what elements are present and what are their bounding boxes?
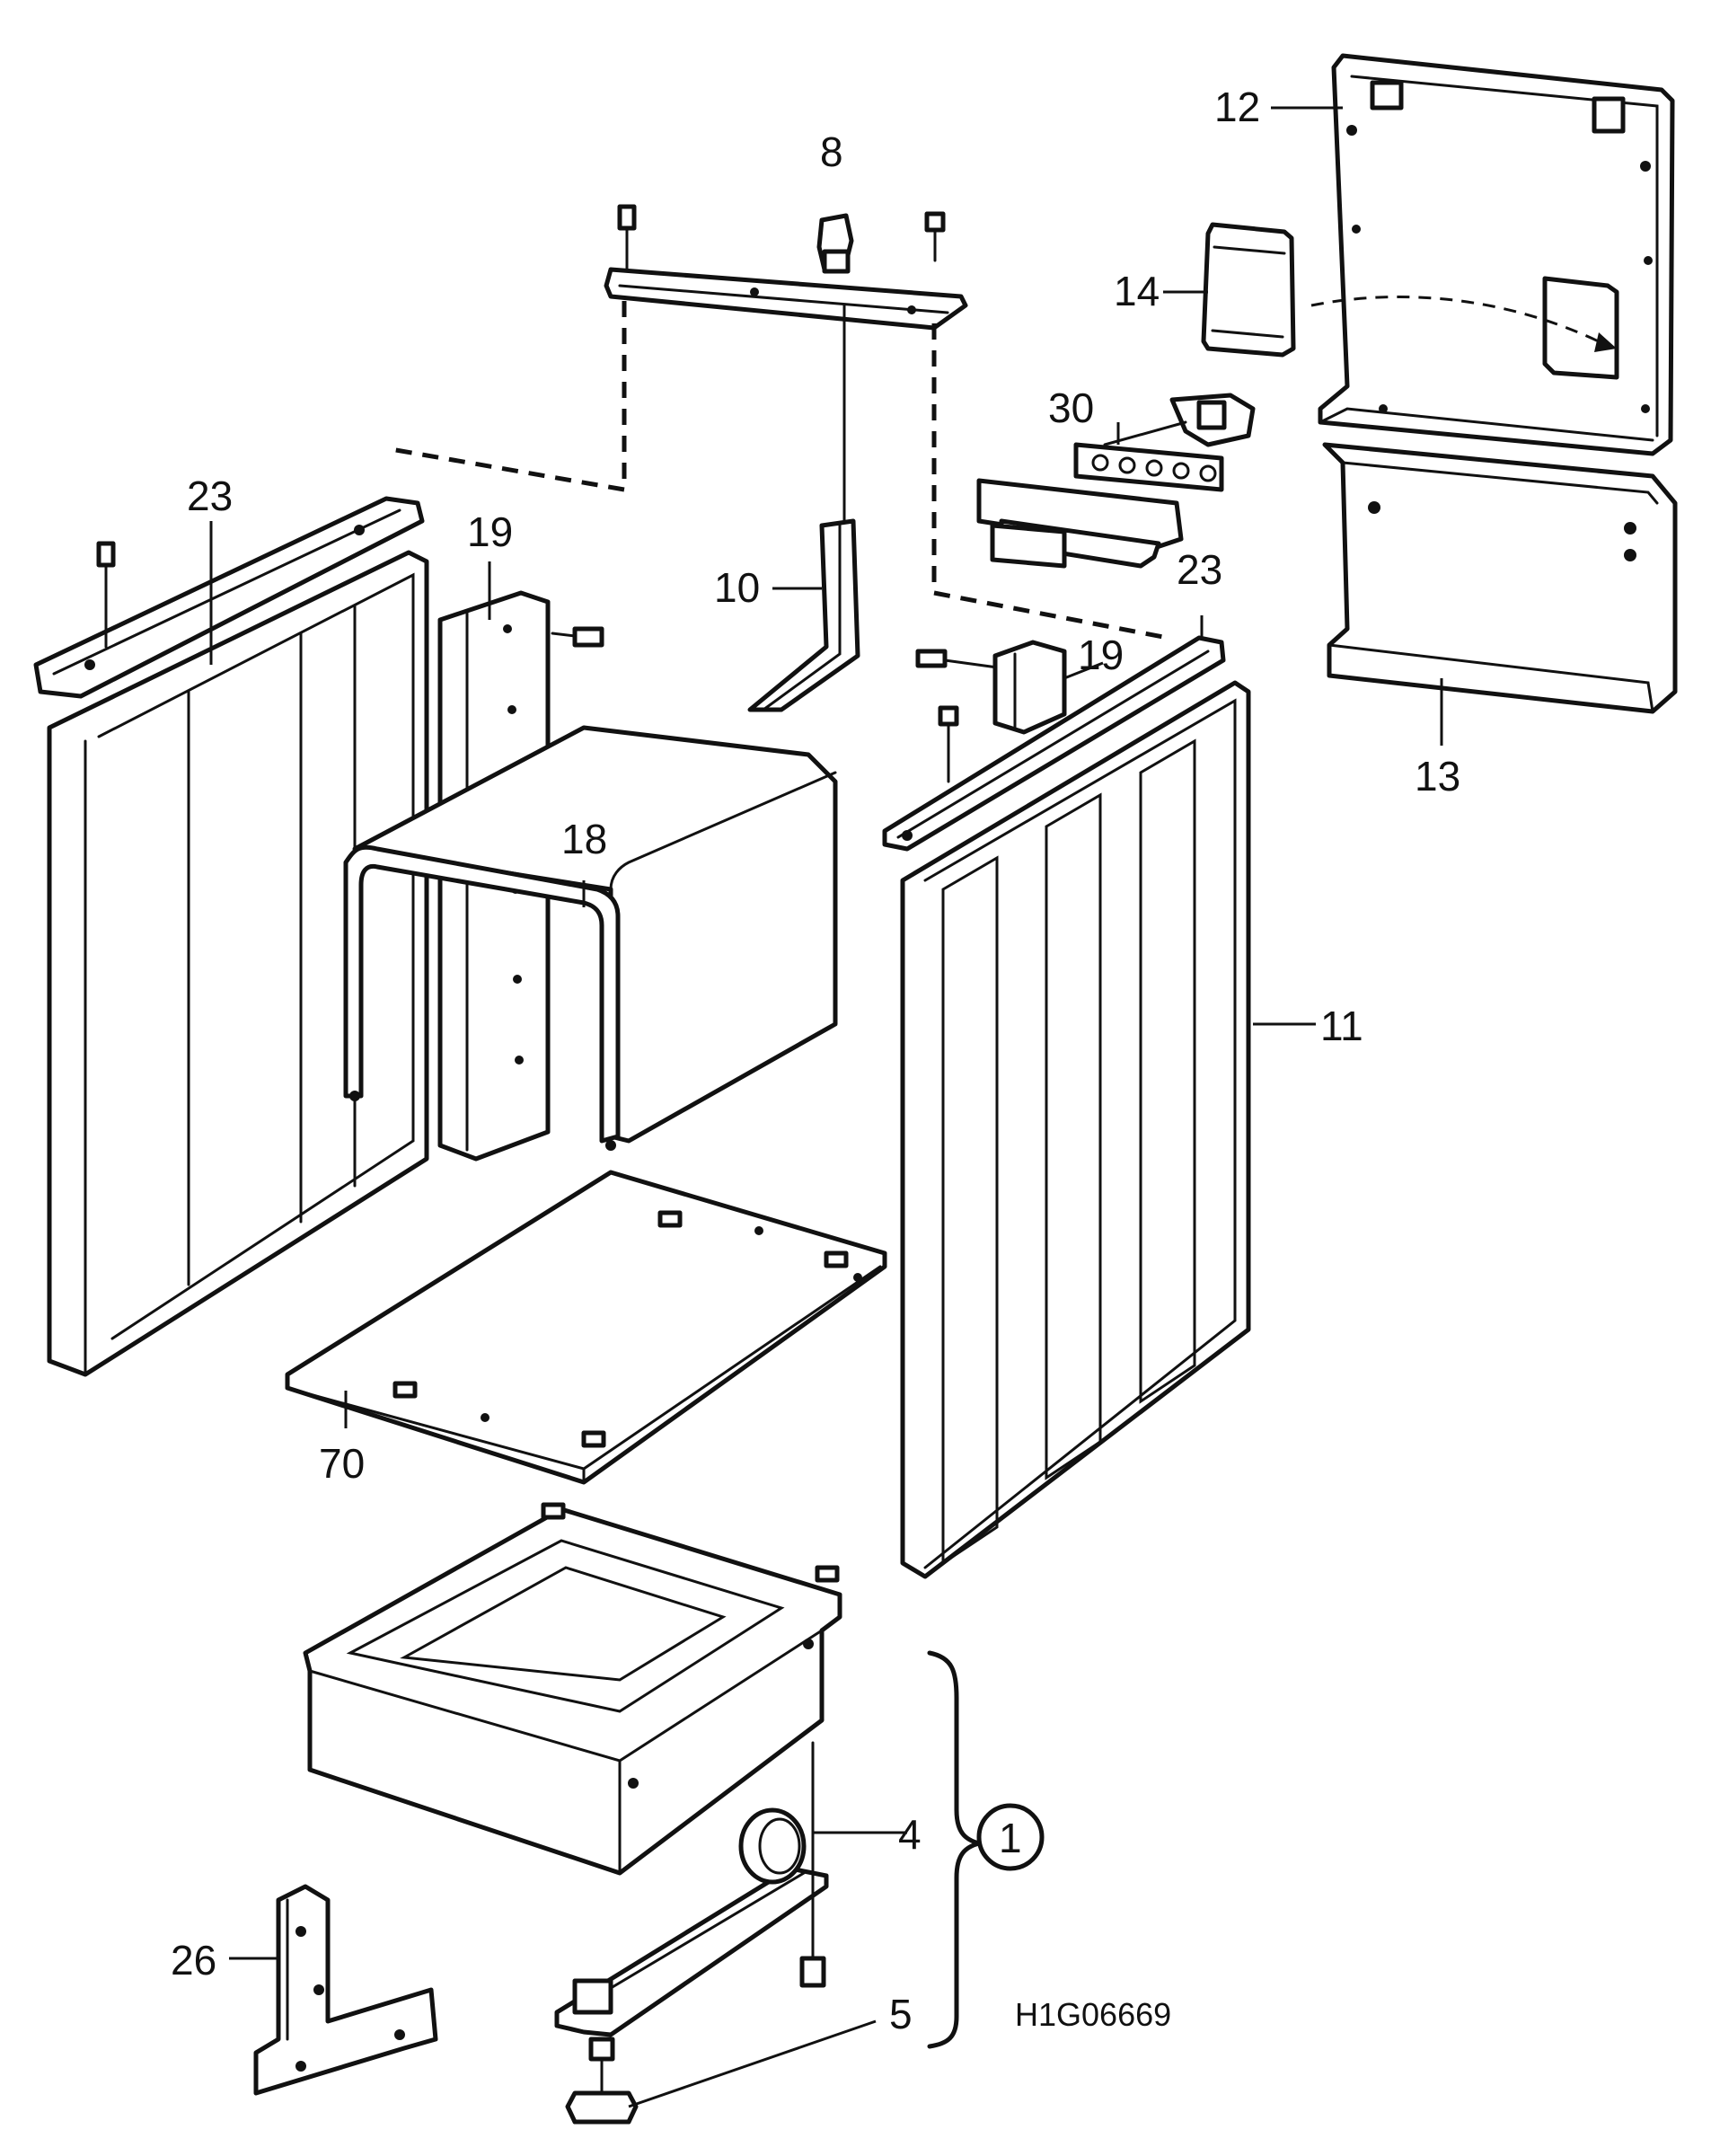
label-19-left: 19 (467, 508, 513, 555)
label-18: 18 (561, 816, 607, 862)
label-8: 8 (820, 128, 843, 175)
part-labels: 8 12 14 30 13 23 19 10 23 19 18 11 70 4 … (171, 84, 1460, 2037)
part-4-castor-rail (554, 1741, 829, 2037)
part-30-terminal-block (976, 393, 1256, 569)
label-11: 11 (1320, 1003, 1363, 1049)
label-23-left: 23 (187, 473, 233, 519)
assembly-brace (927, 1650, 982, 2049)
label-23-right: 23 (1177, 546, 1222, 593)
label-10: 10 (714, 564, 760, 611)
part-23-left-rail (33, 496, 425, 699)
assembly-callout-circle (976, 1803, 1045, 1871)
leader-lines (209, 106, 1443, 2108)
label-4: 4 (898, 1811, 922, 1858)
part-12-back-panel (1318, 53, 1675, 456)
label-70: 70 (319, 1440, 365, 1487)
part-11-right-side-panel (900, 680, 1251, 1579)
label-14: 14 (1114, 268, 1160, 314)
part-23-right-rail (882, 635, 1226, 852)
label-26: 26 (171, 1937, 216, 1984)
drawing-code: H1G06669 (1015, 1996, 1171, 2033)
part-10-strip (747, 518, 860, 712)
label-5: 5 (889, 1991, 913, 2037)
part-14-plate (1201, 222, 1617, 358)
label-12: 12 (1214, 84, 1260, 130)
plinth-base (303, 1502, 842, 1876)
part-70-bottom-tray (285, 1170, 887, 1485)
part-8-top-bar (390, 204, 1169, 641)
part-5-foot (565, 2037, 639, 2125)
label-19-right: 19 (1078, 632, 1124, 678)
part-26-angle-bracket (253, 1884, 438, 2096)
part-18-cabinet-body (343, 725, 838, 1151)
label-assembly-1: 1 (999, 1815, 1022, 1861)
part-19-right-channel (992, 640, 1067, 735)
label-30: 30 (1048, 384, 1094, 431)
part-13-back-bracket (1322, 442, 1678, 714)
label-13: 13 (1415, 753, 1460, 800)
left-side-panel (47, 550, 429, 1377)
